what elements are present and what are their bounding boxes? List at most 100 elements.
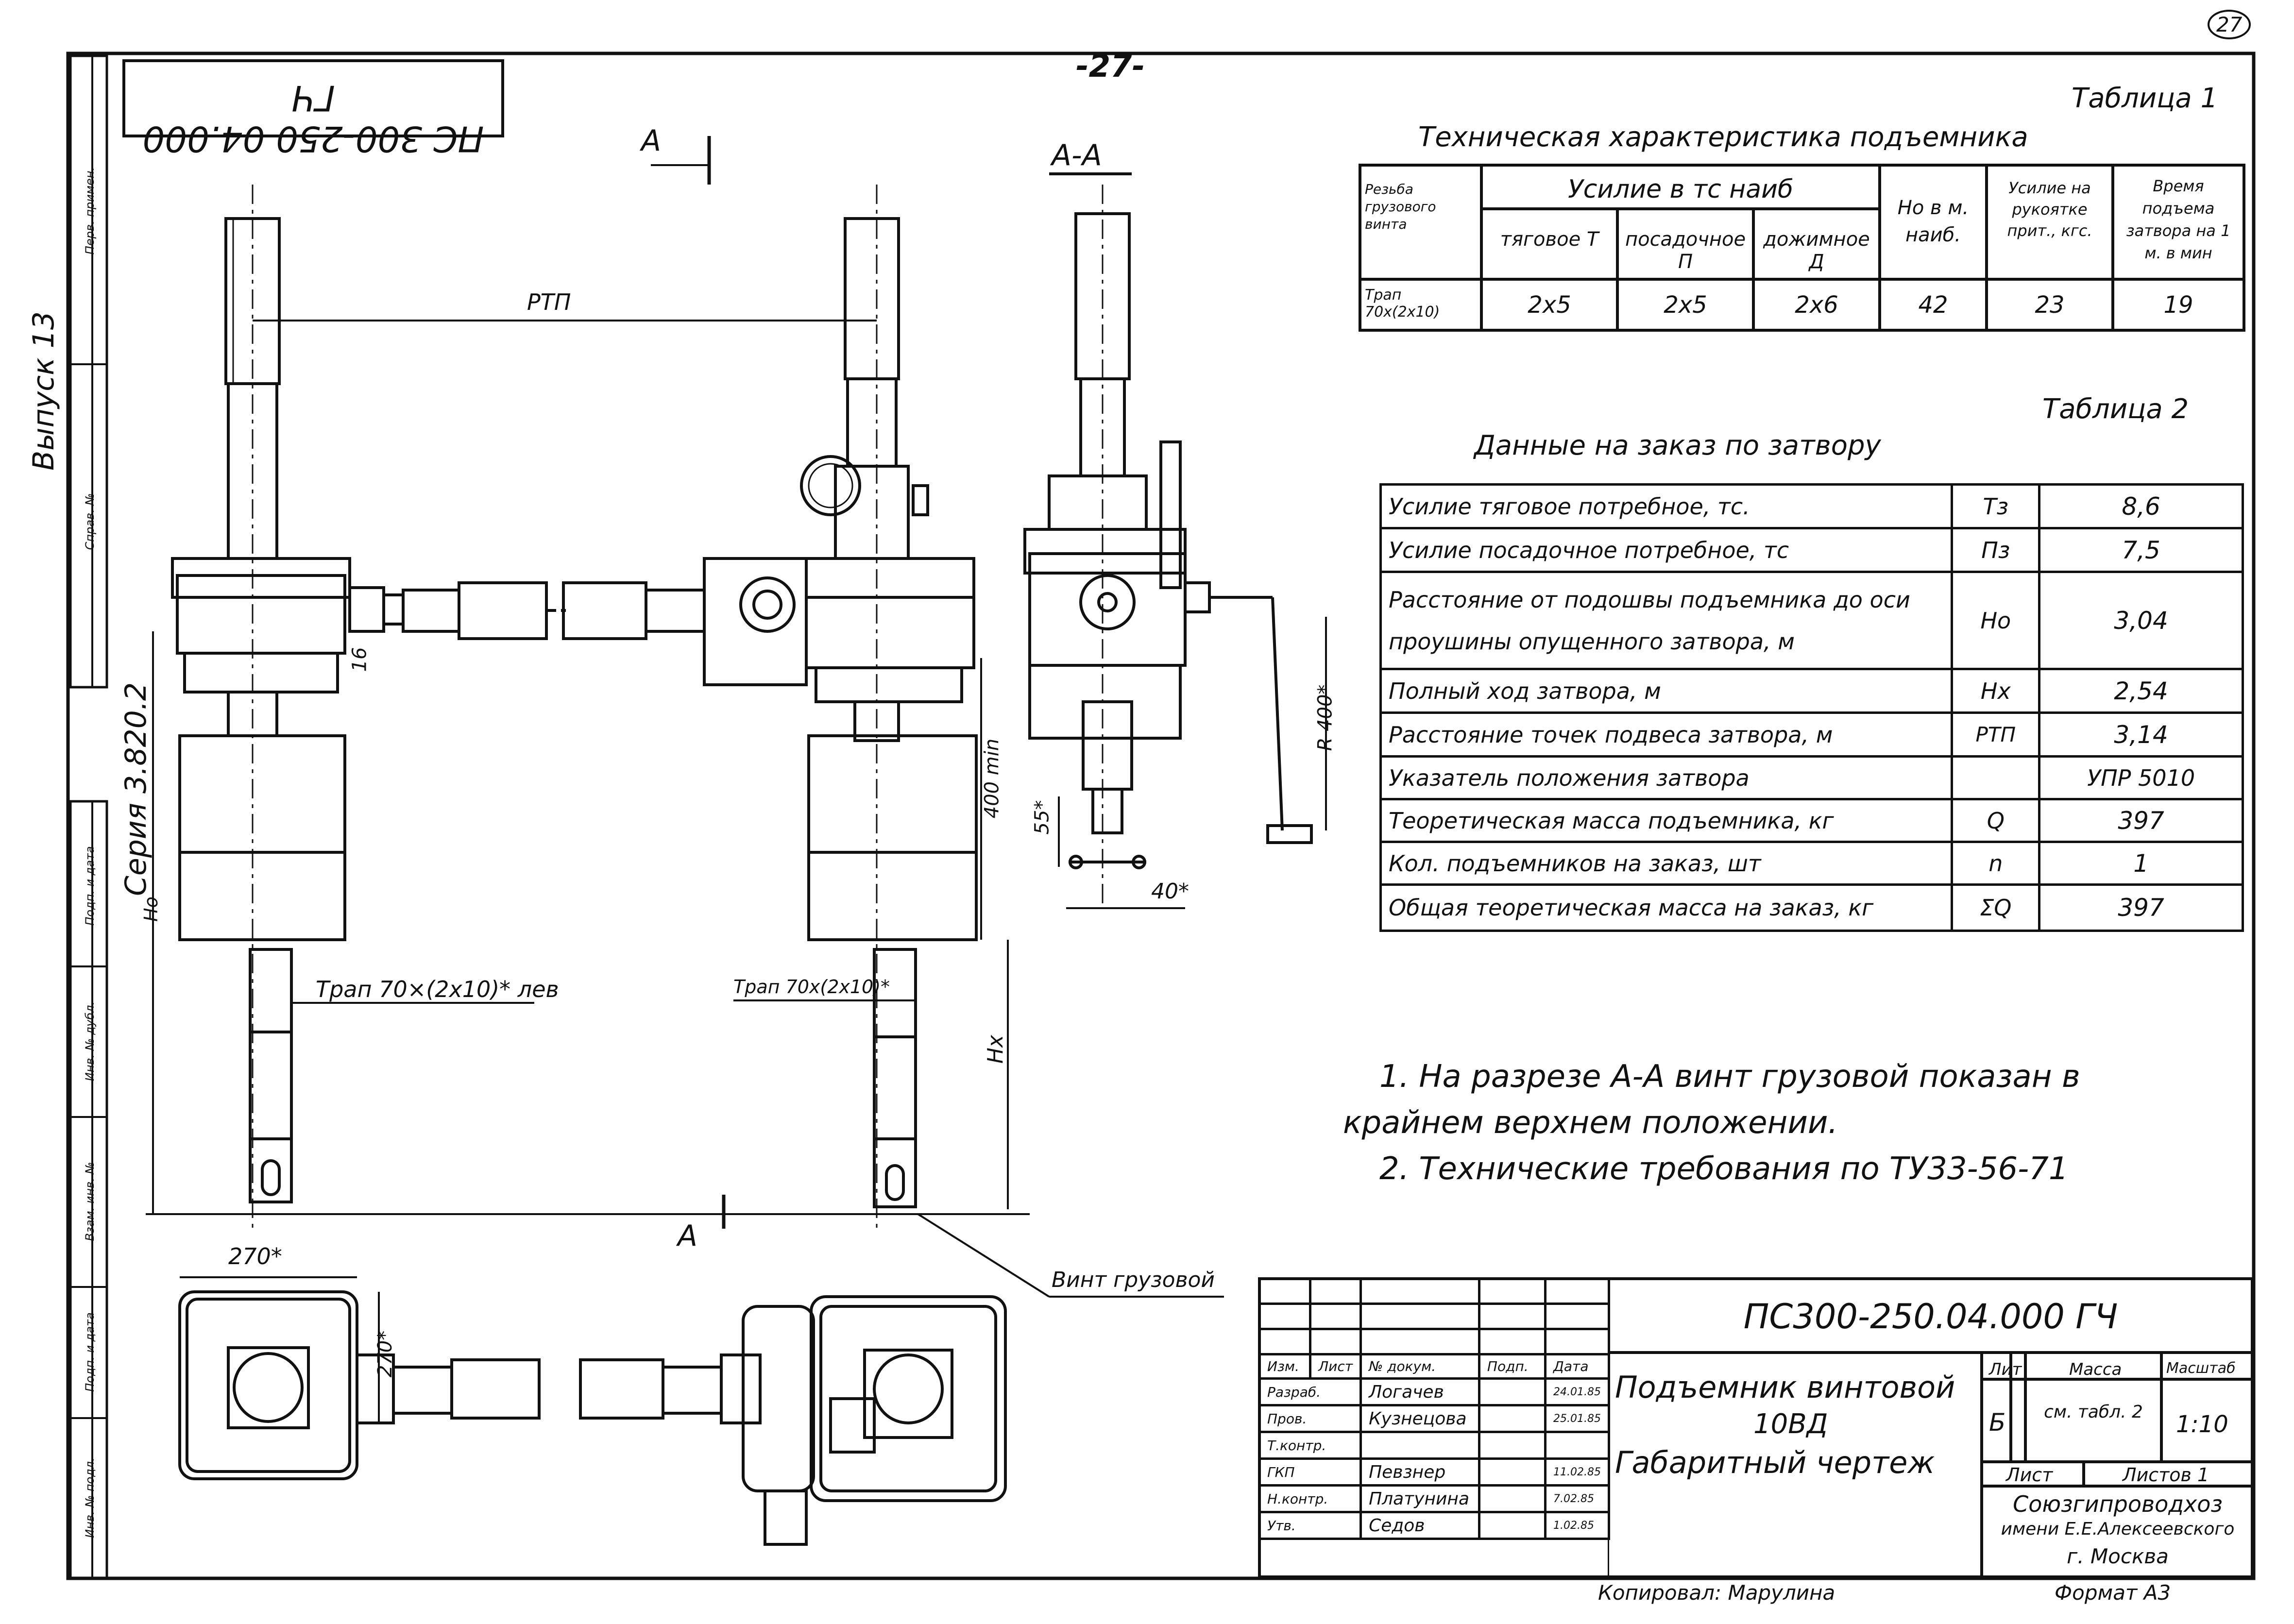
t1-col-ruk: Усилие на рукоятке прит., кгс.: [2007, 179, 2092, 240]
stamp-scale: 1:10: [2176, 1411, 2228, 1438]
table-row: Усилие тяговое потребное, тс. Тз 8,6: [1379, 483, 2244, 529]
t1-dozhim: 2х6: [1795, 291, 1838, 319]
note-1b: крайнем верхнем положении.: [1343, 1105, 1838, 1141]
stamp-date: 1.02.85: [1544, 1511, 1610, 1540]
dim-55: 55*: [1031, 800, 1054, 835]
page-number: -27-: [1076, 49, 1145, 85]
dim-16: 16: [348, 647, 371, 672]
t2-sym: n: [1951, 841, 2041, 886]
issue-label: Выпуск 13: [27, 311, 61, 471]
t1-col-dozhim: дожимное Д: [1763, 228, 1870, 273]
t2-val: 2,54: [2038, 668, 2244, 714]
stamp-title-1: Подъемник винтовой: [1615, 1370, 1955, 1405]
stamp-role: Пров.: [1257, 1404, 1362, 1433]
stamp-org-1: Союзгипроводхоз: [2013, 1491, 2223, 1517]
t2-name: Теоретическая масса подъемника, кг: [1379, 798, 1954, 843]
dim-r400: R 400*: [1314, 684, 1337, 751]
stamp-person: Певзнер: [1359, 1457, 1480, 1487]
table-row: Усилие посадочное потребное, тс Пз 7,5: [1379, 527, 2244, 573]
table-row: Указатель положения затвора УПР 5010: [1379, 755, 2244, 800]
signature: [1478, 1457, 1547, 1487]
podp-data-label: Подп. и дата: [83, 846, 97, 926]
stamp-role: Т.контр.: [1257, 1431, 1362, 1460]
signature: [1478, 1484, 1547, 1513]
stamp-date: 11.02.85: [1544, 1457, 1610, 1487]
doc-code-box: [122, 59, 504, 137]
signature: [1478, 1404, 1547, 1433]
t2-name: Усилие тяговое потребное, тс.: [1379, 483, 1954, 529]
table-row: Кол. подъемников на заказ, шт n 1: [1379, 841, 2244, 886]
series-label: Серия 3.820.2: [119, 682, 153, 897]
copied-by: Копировал: Марулина: [1598, 1581, 1835, 1605]
stamp-role-row: Разраб. Логачев 24.01.85: [1257, 1377, 1610, 1406]
table2-title: Данные на заказ по затвору: [1474, 430, 1881, 461]
t1-col-ho: Но в м. наиб.: [1897, 197, 1969, 246]
t2-val: 1: [2038, 841, 2244, 886]
stamp-org-3: г. Москва: [2067, 1544, 2169, 1568]
t2-val: 397: [2038, 883, 2244, 932]
signature: [1478, 1511, 1547, 1540]
front-view-right: [562, 185, 978, 1234]
stamp-role: Разраб.: [1257, 1377, 1362, 1406]
t2-sym: Но: [1951, 571, 2041, 670]
left-margin-box-top: [69, 54, 108, 689]
t1-col-posad: посадочное П: [1625, 228, 1746, 273]
t1-col-usilie: Усилие в тс наиб: [1568, 175, 1793, 204]
t2-sym: Тз: [1951, 483, 2041, 529]
stamp-h-doc: № докум.: [1359, 1353, 1480, 1380]
stamp-role: Н.контр.: [1257, 1484, 1362, 1513]
stamp-role-row: ГКП Певзнер 11.02.85: [1257, 1457, 1610, 1487]
stamp-date: 25.01.85: [1544, 1404, 1610, 1433]
stamp-title-2: 10ВД: [1753, 1408, 1828, 1440]
t1-time: 19: [2163, 291, 2193, 319]
podp-data2-label: Подп. и дата: [83, 1312, 97, 1392]
table-rulings: [1359, 164, 2245, 332]
left-margin-box-bottom: [69, 800, 108, 1580]
inv-dubl-label: Инв. № дубл.: [83, 1001, 97, 1082]
dim-270-vertical: 270*: [374, 1330, 397, 1378]
table-row: Расстояние точек подвеса затвора, м РТП …: [1379, 711, 2244, 758]
stamp-date: [1544, 1431, 1610, 1460]
callout-trap-left: Трап 70×(2х10)* лев: [316, 976, 559, 1002]
t2-name: Усилие посадочное потребное, тс: [1379, 527, 1954, 573]
stamp-person: Кузнецова: [1359, 1404, 1480, 1433]
table-row: Общая теоретическая масса на заказ, кг Σ…: [1379, 883, 2244, 932]
stamp-h-podp: Подп.: [1478, 1353, 1547, 1380]
stamp-org-2: имени Е.Е.Алексеевского: [2001, 1519, 2235, 1539]
stamp-mass: см. табл. 2: [2044, 1402, 2143, 1422]
stamp-person: [1359, 1431, 1480, 1460]
t2-name: Расстояние точек подвеса затвора, м: [1379, 711, 1954, 758]
t1-ruk: 23: [2035, 291, 2065, 319]
t1-ho: 42: [1918, 291, 1948, 319]
stamp-sheet-label: Лист: [2006, 1464, 2053, 1486]
t2-name: Указатель положения затвора: [1379, 755, 1954, 800]
table-row: Полный ход затвора, м Нх 2,54: [1379, 668, 2244, 714]
table1-caption: Таблица 1: [2072, 83, 2218, 114]
table-row: Расстояние от подошвы подъемника до оси …: [1379, 571, 2244, 670]
stamp-date: 24.01.85: [1544, 1377, 1610, 1406]
stamp-lit-label: Лит: [1989, 1360, 2022, 1379]
t1-rezba: Трап 70х(2х10): [1365, 287, 1440, 321]
perv-primen-label: Перв. примен.: [83, 167, 97, 255]
t2-val: 3,14: [2038, 711, 2244, 758]
sheet-format: Формат А3: [2055, 1581, 2171, 1605]
t2-name: Общая теоретическая масса на заказ, кг: [1379, 883, 1954, 932]
t2-val: УПР 5010: [2038, 755, 2244, 800]
signature: [1478, 1377, 1547, 1406]
stamp-signatures: Изм. Лист № докум. Подп. Дата Разраб. Ло…: [1257, 1277, 1610, 1540]
plan-view: [178, 1290, 1007, 1546]
t2-val: 3,04: [2038, 571, 2244, 670]
stamp-doc-code: ПС300-250.04.000 ГЧ: [1743, 1297, 2118, 1336]
t1-col-rezba: Резьба грузового винта: [1365, 181, 1436, 232]
stamp-scale-label: Масштаб: [2166, 1360, 2236, 1377]
dim-400min: 400 min: [981, 738, 1003, 819]
stamp-h-izm: Изм.: [1257, 1353, 1312, 1380]
stamp-h-data: Дата: [1544, 1353, 1610, 1380]
stamp-header-row: Изм. Лист № докум. Подп. Дата: [1257, 1353, 1610, 1380]
t1-posad: 2х5: [1664, 291, 1707, 319]
table2-caption: Таблица 2: [2042, 393, 2189, 425]
t2-name: Кол. подъемников на заказ, шт: [1379, 841, 1954, 886]
stamp-person: Логачев: [1359, 1377, 1480, 1406]
t2-sym: Q: [1951, 798, 2041, 843]
